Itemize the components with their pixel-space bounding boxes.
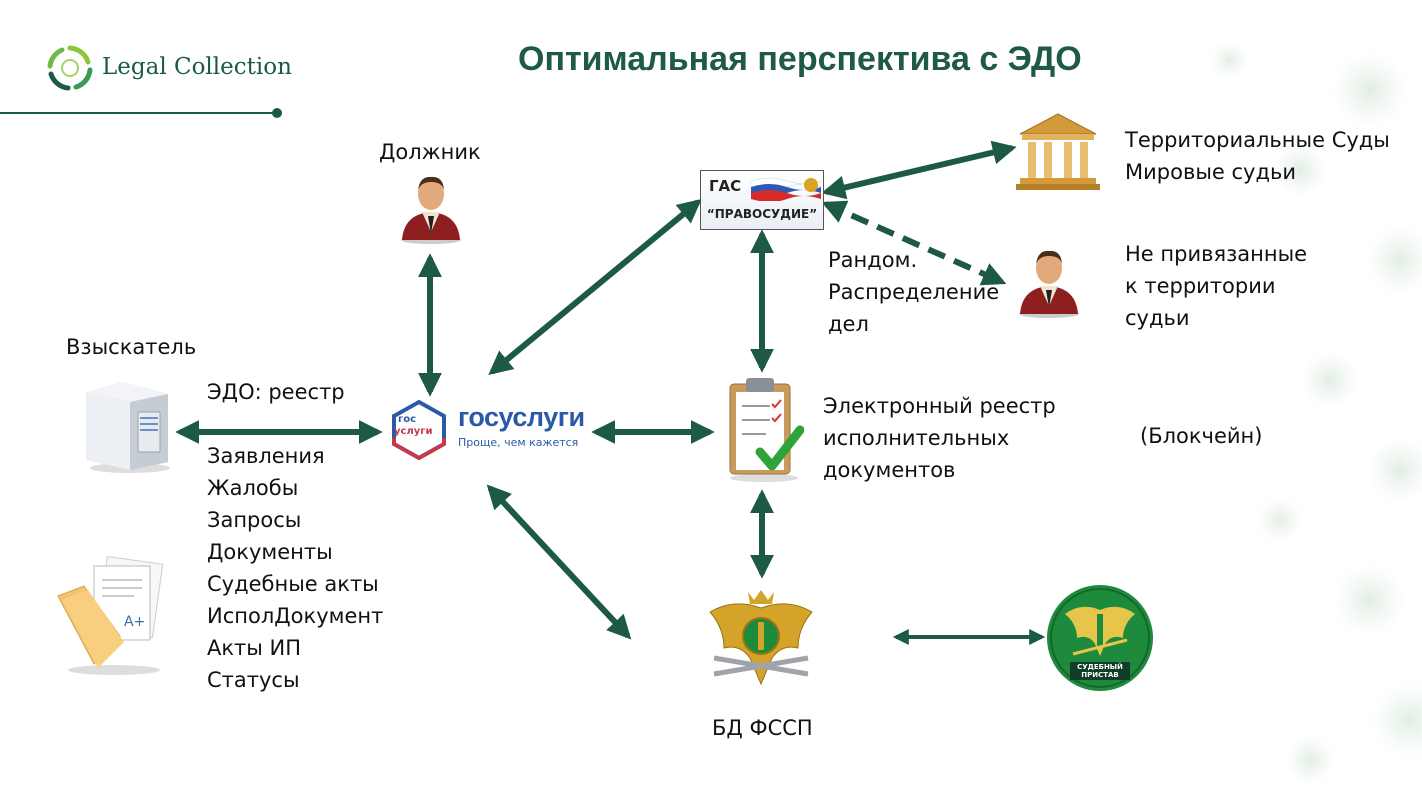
document-type-item: Судебные акты — [207, 572, 379, 596]
russian-flag-icon — [751, 177, 821, 201]
arrow-gosuslugi-fssp — [486, 484, 632, 640]
fssp-emblem-icon — [709, 590, 813, 686]
courthouse-icon — [1016, 113, 1100, 190]
judges-label-line3: судьи — [1125, 306, 1190, 330]
gosuslugi-slogan: Проще, чем кажется — [458, 436, 579, 449]
bailiff-emblem-caption: СУДЕБНЫЙ ПРИСТАВ — [1070, 662, 1130, 680]
brand-divider — [0, 112, 278, 114]
arrow-gas-courts — [821, 140, 1017, 200]
courts-label-line2: Мировые судьи — [1125, 160, 1297, 184]
brand-name: Legal Collection — [102, 54, 292, 80]
brand: Legal Collection — [40, 40, 300, 100]
document-type-item: Акты ИП — [207, 636, 302, 660]
gosuslugi-badge-text-1: гос — [398, 414, 417, 425]
gosuslugi-logo: гос услуги госуслуги Проще, чем кажется — [388, 398, 588, 468]
page-title: Оптимальная перспектива с ЭДО — [518, 40, 1082, 78]
gosuslugi-wordmark: госуслуги — [458, 402, 585, 432]
judge-person-icon — [1019, 250, 1079, 318]
registry-label-line1: Электронный реестр — [823, 394, 1056, 418]
pravosudie-label: “ПРАВОСУДИЕ” — [706, 207, 818, 221]
brand-logo-icon — [47, 45, 93, 91]
background-dots — [1210, 40, 1422, 786]
svg-text:A+: A+ — [124, 614, 145, 630]
registry-label-line3: документов — [823, 458, 956, 482]
document-type-item: Запросы — [207, 508, 302, 532]
document-type-item: Документы — [207, 540, 333, 564]
random-label-line1: Рандом. — [828, 248, 918, 272]
registry-label-line2: исполнительных — [823, 426, 1010, 450]
debtor-label: Должник — [379, 140, 481, 164]
document-type-item: Статусы — [207, 668, 300, 692]
bailiff-caption-line2: ПРИСТАВ — [1081, 671, 1119, 679]
gas-label: ГАС — [709, 177, 742, 195]
courts-label-line1: Территориальные Суды — [1125, 128, 1390, 152]
brand-divider-dot — [272, 108, 282, 118]
document-type-item: Жалобы — [207, 476, 299, 500]
edo-label: ЭДО: реестр — [207, 380, 345, 404]
arrow-gosuslugi-gas — [488, 198, 702, 376]
debtor-person-icon — [401, 176, 461, 244]
gosuslugi-badge-text-2: услуги — [394, 426, 433, 437]
bailiff-caption-line1: СУДЕБНЫЙ — [1077, 663, 1123, 671]
documents-folder-icon: A+ — [57, 556, 164, 675]
judges-label-line2: к территории — [1125, 274, 1276, 298]
clipboard-checklist-icon — [729, 378, 804, 482]
random-label-line2: Распределение — [828, 280, 1000, 304]
fssp-label: БД ФССП — [712, 716, 813, 740]
claimant-label: Взыскатель — [66, 335, 197, 359]
judges-label-line1: Не привязанные — [1125, 242, 1308, 266]
blockchain-label: (Блокчейн) — [1140, 424, 1263, 448]
gosuslugi-badge-icon — [392, 399, 446, 461]
arrow-gas-judges-dashed — [821, 200, 1007, 286]
document-type-item: Заявления — [207, 444, 325, 468]
document-type-item: ИсполДокумент — [207, 604, 384, 628]
gas-pravosudie-logo: ГАС “ПРАВОСУДИЕ” — [700, 170, 824, 230]
server-icon — [86, 382, 170, 473]
random-label-line3: дел — [828, 312, 869, 336]
